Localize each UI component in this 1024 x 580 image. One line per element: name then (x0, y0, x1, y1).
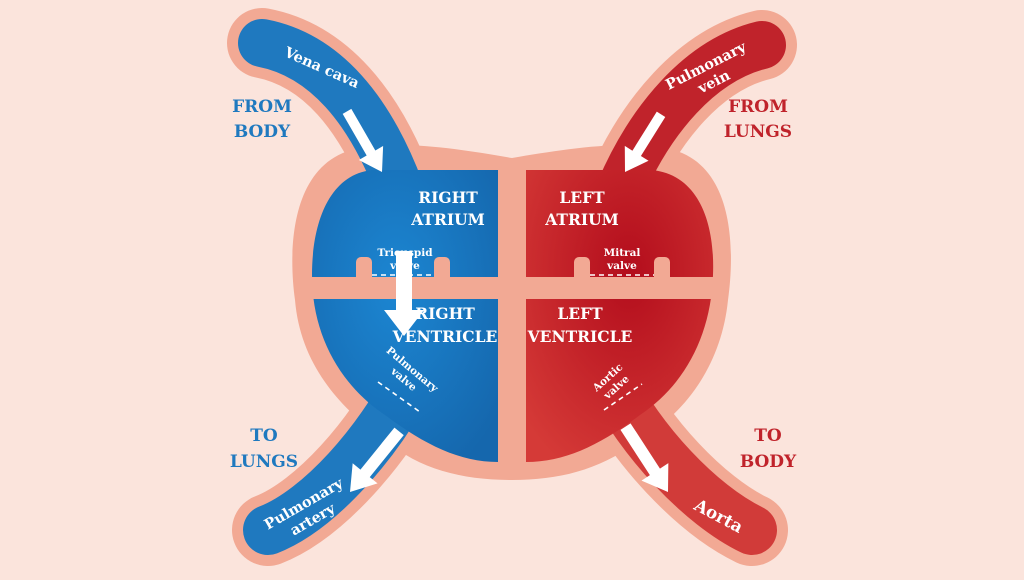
to-body-label-line1: TO (754, 426, 782, 446)
left-atrium-label: LEFT ATRIUM (544, 188, 619, 229)
tricuspid-valve-flap-left (356, 257, 372, 297)
right-ventricle-label-line1: RIGHT (415, 304, 475, 323)
left-ventricle-label-line2: VENTRICLE (527, 327, 633, 346)
left-ventricle-label: LEFT VENTRICLE (527, 304, 633, 346)
tricuspid-valve-flap-right (434, 257, 450, 297)
from-body-label-line2: BODY (234, 122, 291, 142)
from-body-label: FROM BODY (232, 97, 292, 142)
arrow-aorta (620, 423, 669, 492)
arrow-tricuspid (384, 251, 424, 336)
mitral-valve-label: Mitral valve (604, 247, 641, 272)
to-body-label: TO BODY (740, 426, 797, 472)
left-atrium-label-line2: ATRIUM (544, 210, 619, 229)
vena-cava-vessel (238, 19, 424, 214)
right-ventricle-label: RIGHT VENTRICLE (392, 304, 498, 346)
right-atrium-label-line1: RIGHT (418, 188, 478, 207)
mitral-valve-label-line2: valve (606, 260, 637, 272)
tricuspid-valve-label-line2: valve (389, 260, 420, 272)
left-atrium-label-line1: LEFT (559, 188, 605, 207)
tricuspid-valve-label-line1: Tricuspid (377, 247, 433, 259)
from-body-label-line1: FROM (232, 97, 292, 117)
mitral-valve-flap-left (574, 257, 590, 297)
arrow-pulmonary-artery (350, 427, 404, 492)
left-ventricle-label-line1: LEFT (557, 304, 603, 323)
right-atrium-label-line2: ATRIUM (410, 210, 485, 229)
from-lungs-label: FROM LUNGS (724, 97, 792, 142)
from-lungs-label-line2: LUNGS (724, 122, 792, 142)
left-heart-body (526, 170, 714, 462)
from-lungs-label-line1: FROM (728, 97, 788, 117)
aortic-valve-line (603, 383, 643, 411)
right-atrium-label: RIGHT ATRIUM (410, 188, 485, 229)
to-lungs-label-line2: LUNGS (230, 452, 298, 472)
mitral-valve-label-line1: Mitral (604, 247, 641, 259)
right-ventricle-label-line2: VENTRICLE (392, 327, 498, 346)
tricuspid-valve-label: Tricuspid valve (377, 247, 433, 272)
to-body-label-line2: BODY (740, 452, 797, 472)
arrow-vena-cava (342, 108, 384, 172)
to-lungs-label-line1: TO (250, 426, 278, 446)
mitral-valve-flap-right (654, 257, 670, 297)
arrow-pulmonary-vein (624, 111, 666, 172)
to-lungs-label: TO LUNGS (230, 426, 298, 472)
flow-arrows (342, 108, 669, 492)
